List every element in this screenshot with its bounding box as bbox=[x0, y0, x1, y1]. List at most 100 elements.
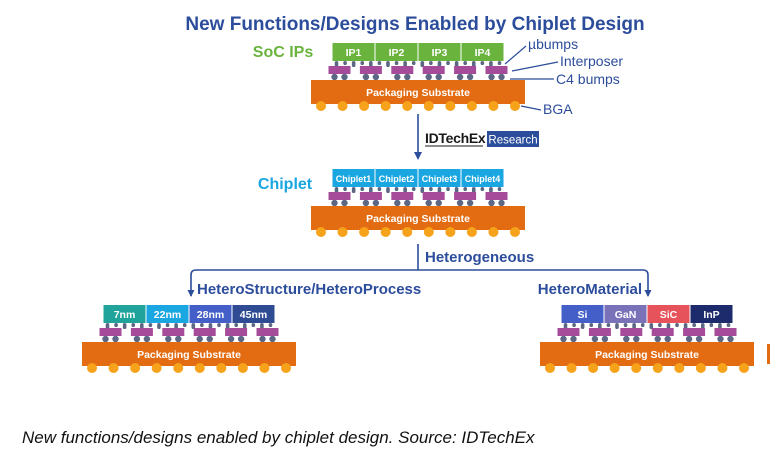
c4-bump bbox=[206, 335, 213, 343]
c4-bump bbox=[664, 335, 671, 343]
die-gan bbox=[604, 305, 647, 323]
packaging-substrate bbox=[82, 342, 296, 366]
c4-bump bbox=[466, 199, 474, 207]
die-22nm bbox=[146, 305, 189, 323]
bga-ball bbox=[359, 101, 370, 111]
heterogeneous-label: Heterogeneous bbox=[425, 249, 534, 266]
microbump bbox=[174, 323, 178, 329]
microbump bbox=[351, 61, 356, 67]
bga-ball bbox=[281, 363, 291, 373]
microbump bbox=[394, 187, 399, 191]
c4-bump bbox=[435, 73, 442, 81]
interposer bbox=[193, 328, 216, 336]
interposer bbox=[620, 328, 643, 336]
microbump bbox=[411, 61, 416, 65]
interposer-leader bbox=[511, 61, 559, 72]
microbump bbox=[598, 323, 602, 329]
microbump bbox=[480, 187, 485, 191]
microbump bbox=[360, 61, 365, 65]
die-label: 7nm bbox=[114, 309, 136, 321]
c4-bump bbox=[404, 199, 411, 207]
c4-bump bbox=[227, 335, 235, 343]
c4-bump bbox=[372, 73, 380, 81]
cropped-substrate-edge bbox=[767, 344, 770, 364]
microbump bbox=[403, 61, 407, 67]
bga-ball bbox=[717, 363, 728, 373]
c4-bump bbox=[394, 73, 401, 81]
ubumps-leader bbox=[504, 45, 527, 65]
c4-bump bbox=[456, 199, 464, 207]
bga-ball bbox=[423, 227, 434, 237]
microbump bbox=[411, 187, 416, 191]
microbump bbox=[572, 323, 576, 327]
die-ip3 bbox=[418, 43, 461, 61]
packaging-substrate bbox=[540, 342, 754, 366]
interposer bbox=[391, 192, 414, 200]
bga-ball bbox=[87, 363, 97, 373]
bga-ball bbox=[445, 227, 456, 237]
microbump bbox=[403, 187, 407, 193]
bga-ball bbox=[466, 227, 477, 237]
microbump bbox=[471, 187, 476, 193]
c4-bump bbox=[102, 335, 109, 343]
die-label: Chiplet2 bbox=[379, 174, 415, 184]
microbump bbox=[446, 187, 450, 191]
c4-bump bbox=[112, 335, 119, 343]
c4-bump bbox=[259, 335, 266, 343]
die-ip1 bbox=[332, 43, 375, 61]
c4-bump bbox=[394, 199, 401, 207]
soc-callouts: µbumps Interposer C4 bumps BGA bbox=[504, 36, 623, 117]
brand-tag-box bbox=[487, 131, 539, 147]
interposer bbox=[225, 328, 248, 336]
interposer bbox=[485, 192, 508, 200]
c4-bumps-callout: C4 bumps bbox=[556, 71, 620, 87]
bga-leader bbox=[520, 105, 542, 111]
c4-bump bbox=[498, 199, 505, 207]
bga-ball bbox=[445, 101, 456, 111]
bga-ball bbox=[423, 101, 434, 111]
microbump bbox=[589, 323, 594, 327]
die-chiplet2 bbox=[375, 169, 418, 187]
soc-ips-label: SoC IPs bbox=[253, 44, 314, 61]
bga-ball bbox=[337, 227, 348, 237]
microbump bbox=[343, 61, 347, 65]
microbump bbox=[225, 323, 230, 329]
substrate-label: Packaging Substrate bbox=[366, 213, 470, 225]
bga-ball bbox=[488, 101, 499, 111]
bga-ball bbox=[466, 101, 477, 111]
microbump bbox=[640, 323, 645, 327]
c4-bump bbox=[341, 199, 348, 207]
die-7nm bbox=[103, 305, 146, 323]
microbump bbox=[251, 323, 256, 327]
bga-ball bbox=[739, 363, 749, 373]
microbump bbox=[131, 323, 136, 327]
bga-ball bbox=[402, 227, 413, 237]
c4-bump bbox=[560, 335, 567, 343]
microbump bbox=[497, 187, 502, 191]
microbump bbox=[208, 323, 213, 329]
heteromaterial-label: HeteroMaterial bbox=[538, 281, 642, 298]
microbump bbox=[649, 323, 654, 329]
c4-bump bbox=[717, 335, 724, 343]
microbump bbox=[454, 187, 459, 193]
die-label: 28nm bbox=[197, 309, 224, 321]
bga-ball bbox=[316, 227, 326, 237]
die-si bbox=[561, 305, 604, 323]
microbump bbox=[446, 61, 450, 65]
interposer bbox=[391, 66, 414, 74]
microbump bbox=[606, 323, 611, 327]
microbump bbox=[268, 323, 273, 327]
interposer bbox=[162, 328, 185, 336]
die-chiplet3 bbox=[418, 169, 461, 187]
microbump bbox=[386, 187, 390, 193]
interposer-callout: Interposer bbox=[560, 53, 623, 69]
microbump bbox=[369, 187, 373, 193]
die-sic bbox=[647, 305, 690, 323]
die-label: Chiplet4 bbox=[465, 174, 501, 184]
microbump bbox=[420, 61, 425, 67]
c4-bump bbox=[695, 335, 703, 343]
